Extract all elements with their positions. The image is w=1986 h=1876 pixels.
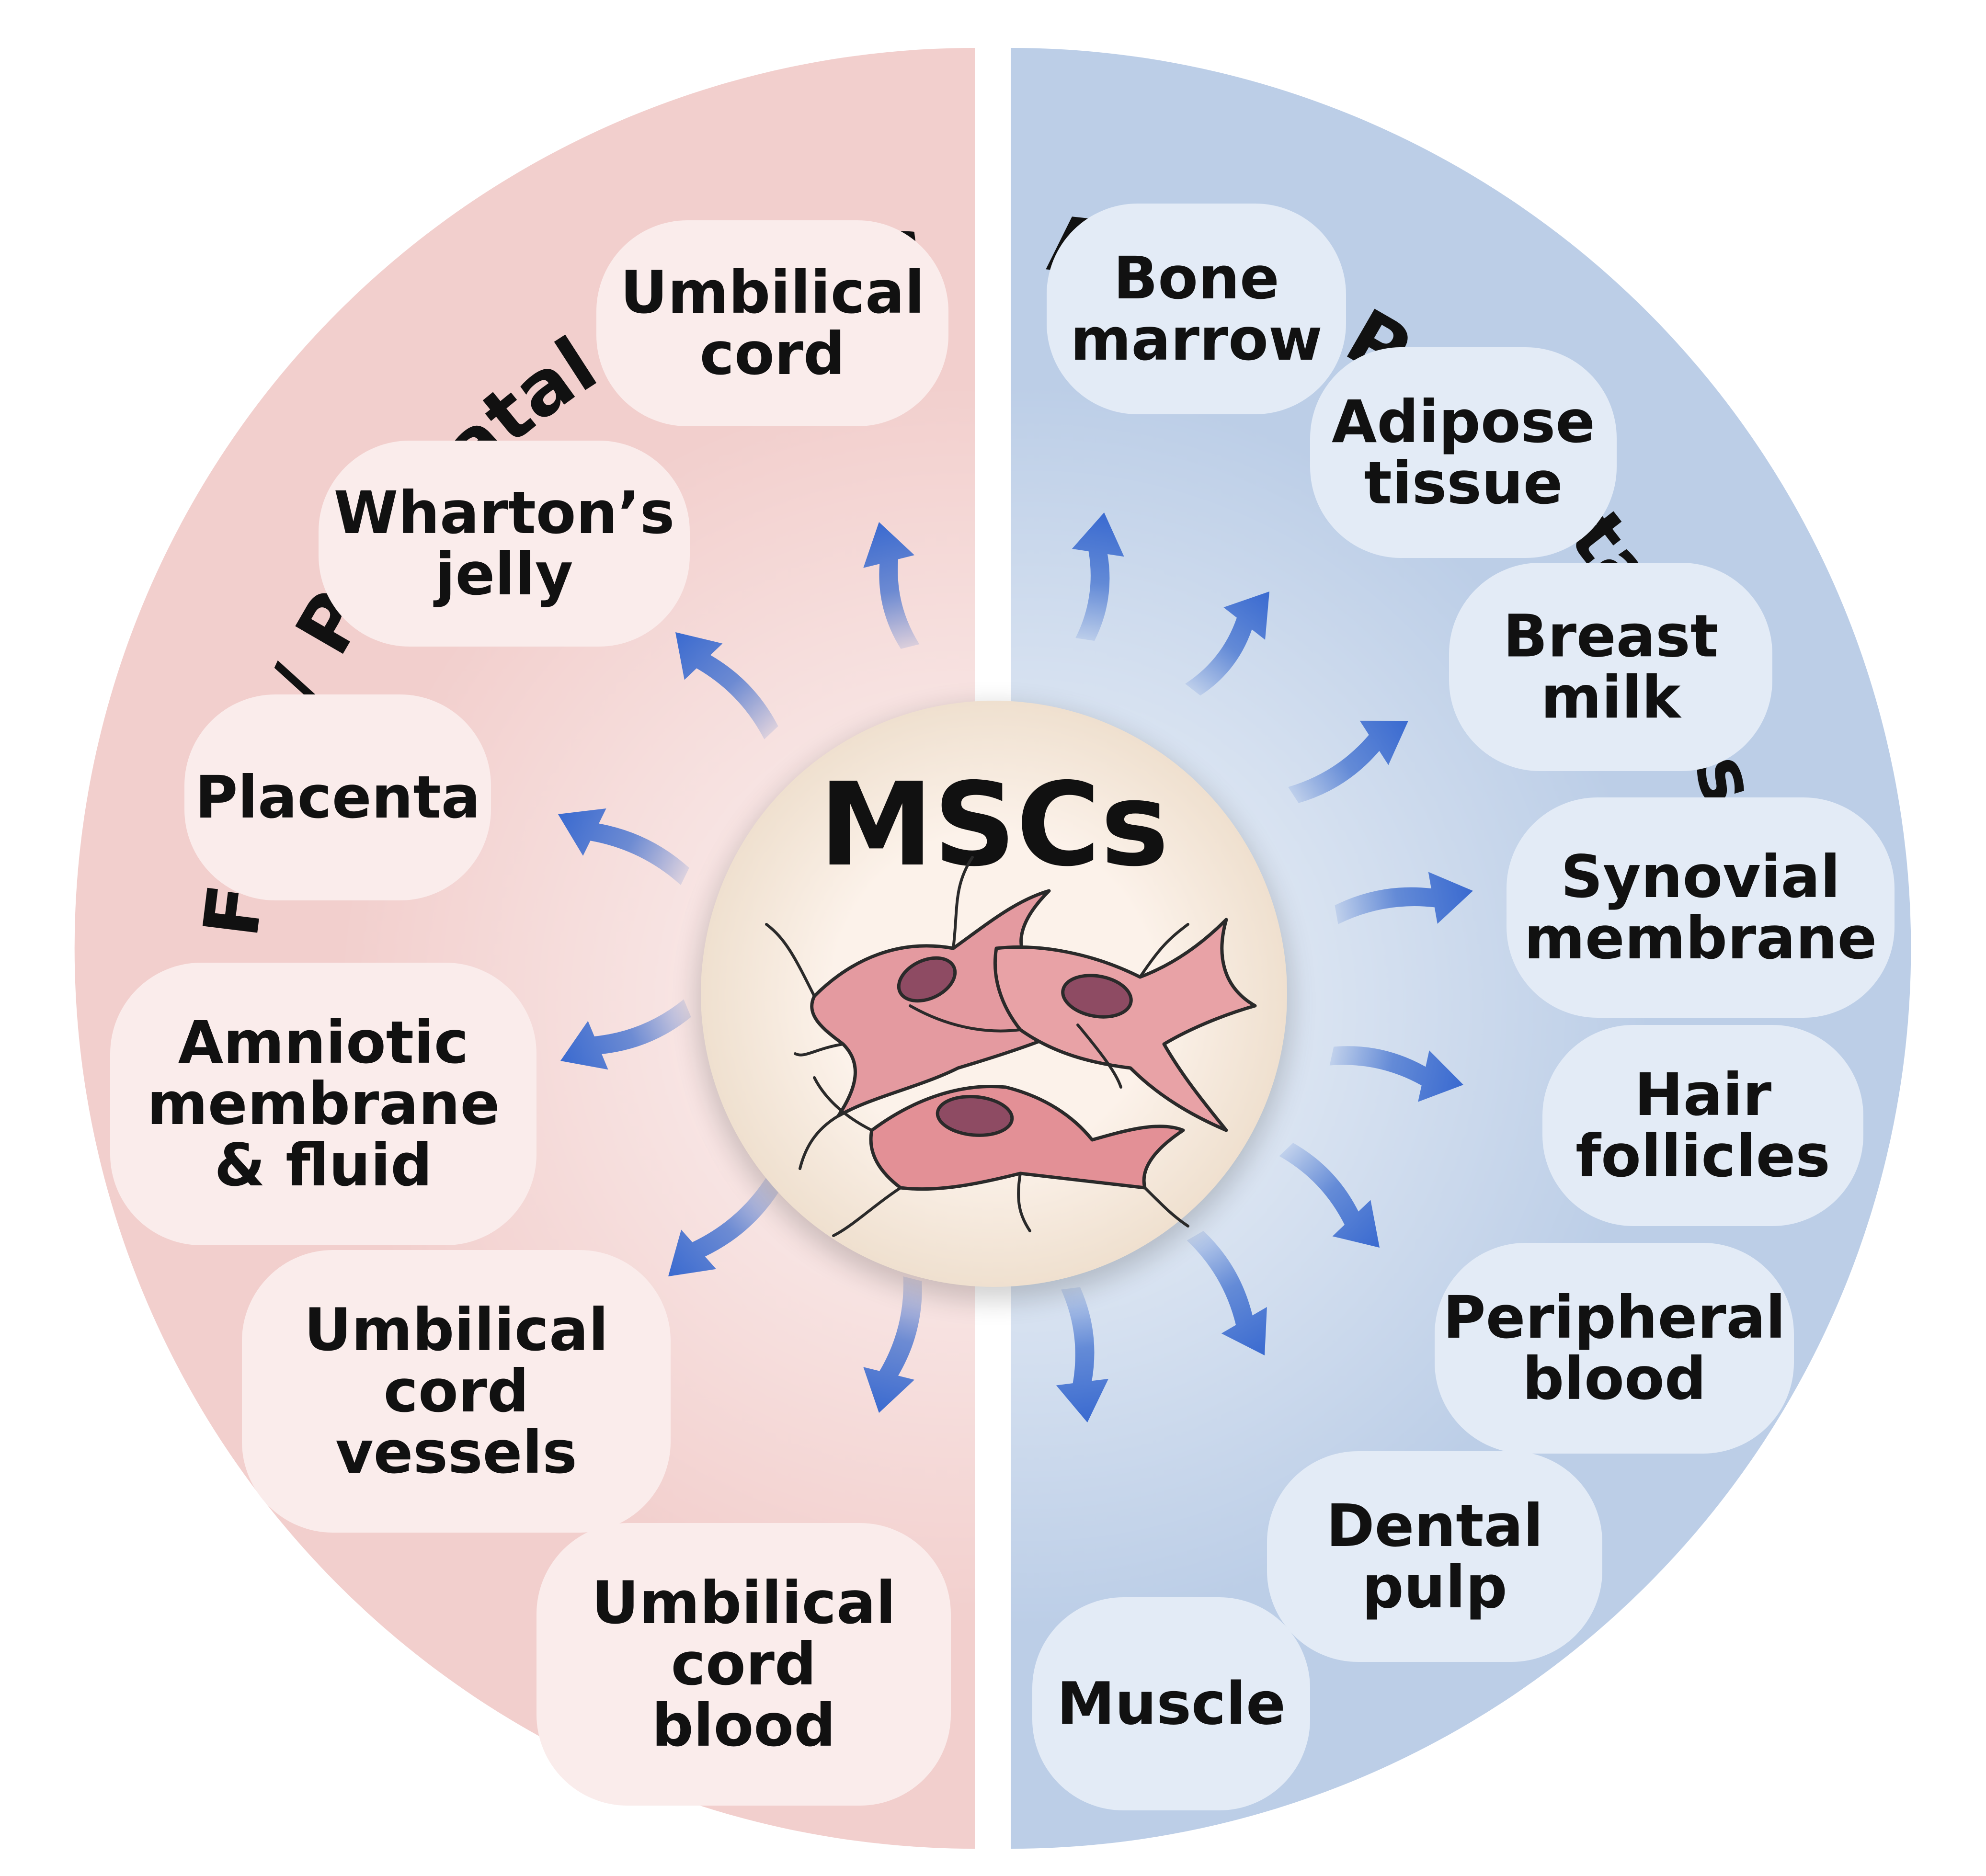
flow-arrow-shape [1187,1230,1267,1356]
fetal-source-label: Umbilical [592,1569,896,1637]
msc-nucleus-1 [897,956,957,1003]
adult-source-label: Bone [1113,244,1279,312]
adult-sources: BonemarrowAdiposetissueBreastmilkSynovia… [1032,204,1895,1810]
adult-source-label: follicles [1575,1122,1830,1190]
fetal-source-pill [319,441,690,647]
fetal-source-label: Umbilical [620,259,925,327]
adult-source-pill [1542,1025,1863,1226]
adult-source-label: membrane [1524,904,1877,972]
flow-arrow [1335,872,1473,924]
msc-processes [765,856,1189,1237]
adult-source-label: pulp [1362,1553,1507,1621]
fetal-source-pill [184,694,491,900]
adult-source-label: milk [1541,664,1682,732]
arrows-group [558,512,1473,1422]
fetal-source-label: cord [384,1357,529,1425]
adult-source-label: Hair [1634,1061,1771,1129]
fetal-source-pill [242,1250,671,1533]
flow-arrow [1072,512,1124,641]
flow-arrow-shape [1288,720,1409,803]
adult-source-label: Dental [1326,1492,1543,1560]
flow-arrow-shape [1335,872,1473,924]
flow-arrow [1279,1143,1380,1248]
flow-arrow-shape [668,1176,780,1276]
fetal-source-label: membrane [147,1070,500,1138]
adult-source-label: marrow [1070,306,1322,374]
fetal-source-label: cord [700,320,845,388]
flow-arrow [1288,720,1409,803]
flow-arrow [675,632,778,739]
fetal-sources: UmbilicalcordWharton’sjellyPlacentaAmnio… [110,220,951,1806]
flow-arrow-shape [675,632,778,739]
flow-arrow [1187,1230,1267,1356]
fetal-source-3: Placenta [184,694,491,900]
flow-arrow [560,999,691,1070]
fetal-source-label: Wharton’s [334,479,675,547]
flow-arrow-shape [863,522,920,649]
msc-nucleus-2 [1061,974,1133,1019]
flow-arrow [863,1276,922,1413]
msc-cell-2 [993,918,1257,1132]
adult-source-label: Muscle [1057,1670,1286,1738]
adult-source-pill [1032,1597,1310,1810]
adult-source-label: Breast [1503,603,1718,671]
fetal-source-label: blood [651,1692,835,1760]
flow-arrow [1329,1046,1463,1102]
msc-nucleus-3 [936,1095,1014,1137]
fetal-source-label: vessels [335,1419,577,1487]
fetal-source-label: Umbilical [304,1296,608,1364]
flow-arrow-shape [1279,1143,1380,1248]
flow-arrow [558,808,689,885]
adult-source-label: blood [1522,1345,1706,1413]
flow-arrow-shape [863,1276,922,1413]
adult-source-pill [1310,347,1617,558]
adult-source-pill [1267,1451,1602,1662]
adult-source-label: Synovial [1561,843,1840,911]
flow-arrow [1056,1287,1109,1422]
fetal-source-label: cord [671,1630,817,1698]
flow-arrow [1185,591,1269,696]
adult-source-pill [1047,204,1346,414]
adult-source-label: Peripheral [1443,1284,1785,1352]
adult-source-pill [1507,797,1895,1018]
msc-center: MSCs [697,701,1291,1300]
flow-arrow-shape [560,999,691,1070]
adult-source-pill [1435,1243,1794,1454]
flow-arrow [863,522,920,649]
flow-arrow-shape [1072,512,1124,641]
msc-cells-illustration [765,856,1257,1237]
flow-arrow [668,1176,780,1276]
adult-source-pill [1449,563,1772,771]
adult-source-8: Muscle [1032,1597,1310,1810]
fetal-source-label: & fluid [214,1131,432,1199]
flow-arrow-shape [558,808,689,885]
fetal-source-label: Amniotic [178,1009,469,1077]
center-label: MSCs [819,758,1169,892]
fetal-source-pill [596,220,948,426]
adult-source-label: tissue [1364,449,1563,517]
adult-source-label: Adipose [1332,388,1595,456]
fetal-source-pill [110,963,536,1245]
fetal-source-pill [536,1523,951,1806]
flow-arrow-shape [1185,591,1269,696]
flow-arrow-shape [1056,1287,1109,1422]
fetal-source-label: Placenta [195,763,480,831]
fetal-source-label: jelly [433,540,573,608]
flow-arrow-shape [1329,1046,1463,1102]
